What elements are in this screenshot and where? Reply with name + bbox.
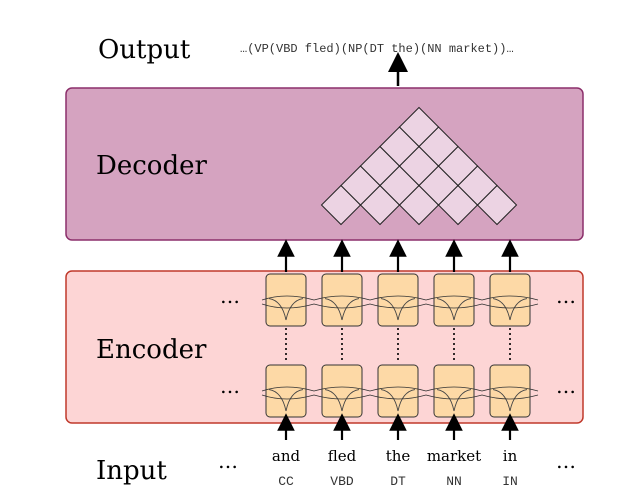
recurrent-curve [509,389,528,412]
encoder-ellipsis-bottom-left: … [220,374,240,398]
encoder-cell-top [377,273,419,327]
token-tag: NN [446,474,462,489]
output-sequence: …(VP(VBD fled)(NP(DT the)(NN market))… [240,42,514,56]
recurrent-curve [397,298,416,321]
recurrent-curve [492,298,511,321]
token-word: the [386,447,411,465]
parse-chart-grid [320,106,518,226]
encoder-cell-top [321,273,363,327]
token-word: fled [328,447,357,465]
recurrent-curve [509,298,528,321]
encoder-cell-top [433,273,475,327]
encoder-columns [261,239,539,440]
recurrent-link [261,303,539,309]
recurrent-curve [397,389,416,412]
recurrent-curve [268,298,287,321]
encoder-ellipsis-top-left: … [220,284,240,308]
token-tag: IN [502,474,518,489]
encoder-label: Encoder [96,335,207,365]
token-tag: CC [278,474,294,489]
recurrent-link [261,394,539,400]
token-tag: VBD [330,474,354,489]
recurrent-curve [380,298,399,321]
recurrent-curve [341,389,360,412]
token-word: in [503,447,518,465]
encoder-cell-top [265,273,307,327]
recurrent-curve [380,389,399,412]
recurrent-curve [324,298,343,321]
recurrent-link [261,295,539,301]
recurrent-curve [285,389,304,412]
encoder-ellipsis-top-right: … [556,284,576,308]
input-label: Input [96,456,167,486]
recurrent-curve [436,389,455,412]
recurrent-curve [436,298,455,321]
recurrent-curve [324,389,343,412]
recurrent-curve [268,389,287,412]
decoder-label: Decoder [96,151,207,181]
recurrent-curve [492,389,511,412]
recurrent-curve [453,298,472,321]
token-tag: DT [390,474,406,489]
encoder-cell-top [489,273,531,327]
token-word: market [427,447,481,465]
recurrent-curve [341,298,360,321]
input-ellipsis-left: … [218,449,238,473]
encoder-ellipsis-bottom-right: … [556,374,576,398]
chart-cell [398,106,440,148]
recurrent-link [261,386,539,392]
input-ellipsis-right: … [556,449,576,473]
token-word: and [272,447,301,465]
recurrent-curve [453,389,472,412]
recurrent-curve [285,298,304,321]
output-label: Output [98,35,191,65]
